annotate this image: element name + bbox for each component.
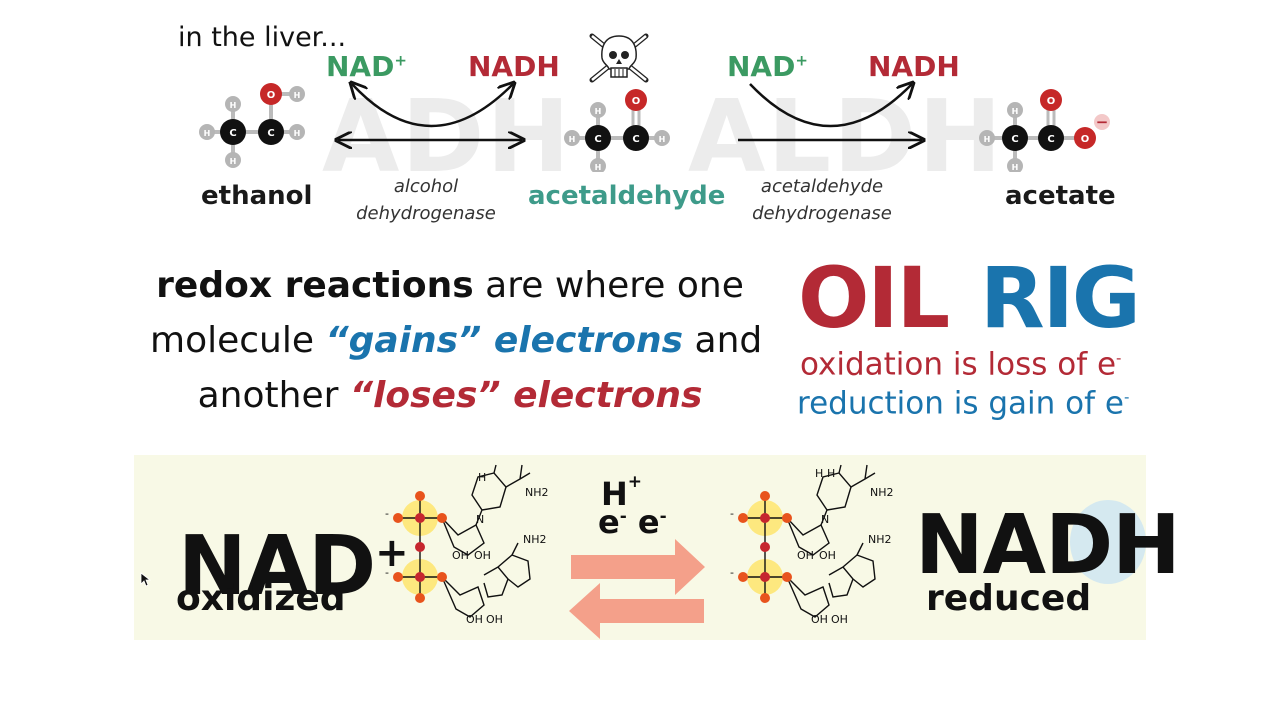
amide-nh2: NH2: [870, 486, 894, 499]
aldh-watermark: ALDH: [688, 78, 1004, 195]
nadh-label-2: NADH: [868, 50, 960, 83]
adenine-nh2: NH2: [523, 533, 547, 546]
nadh-structure: - - H H NH2 N OH OH NH2 OH OH: [730, 464, 894, 626]
ethanol-label: ethanol: [201, 181, 313, 211]
acetate-molecule: C C O O H H H −: [979, 89, 1110, 172]
atom-o: O: [267, 90, 276, 101]
nadh-label-1: NADH: [468, 50, 560, 83]
atom-o: O: [1047, 96, 1056, 107]
atom-c: C: [594, 134, 601, 145]
ring-h: H: [815, 467, 823, 480]
reverse-arrow: [569, 583, 704, 639]
oxidation-mnemonic: oxidation is loss of e-: [800, 346, 1122, 383]
atom-h: H: [595, 107, 602, 116]
reduction-mnemonic: reduction is gain of e-: [797, 385, 1130, 422]
ribose-oh: OH: [486, 613, 503, 626]
atom-h: H: [230, 157, 237, 166]
nad-plus-structure: - - H NH2 N OH OH NH2 OH OH: [385, 464, 549, 626]
ribose-oh: OH: [474, 549, 491, 562]
atom-h: H: [569, 135, 576, 144]
reaction-arrows: [330, 76, 960, 156]
ring-h: H: [827, 467, 835, 480]
ribose-oh: OH: [466, 613, 483, 626]
atom-h: H: [294, 129, 301, 138]
redox-definition: redox reactions are where one molecule “…: [150, 265, 763, 416]
atom-h: H: [1012, 163, 1019, 172]
ribose-oh: OH: [811, 613, 828, 626]
acetaldehyde-label: acetaldehyde: [528, 181, 726, 211]
atom-h: H: [1012, 107, 1019, 116]
nad-plus-big-label: NAD+: [178, 519, 409, 614]
atom-c: C: [1047, 134, 1054, 145]
intro-text: in the liver...: [178, 22, 347, 53]
atom-h: H: [294, 91, 301, 100]
equilibrium-arrows: [569, 539, 705, 639]
mouse-cursor-icon: [140, 572, 152, 587]
ring-n: N: [821, 513, 829, 526]
aldh-cofactor-arc: [749, 84, 912, 128]
adenine-nh2: NH2: [868, 533, 892, 546]
phosphate-charge: -: [385, 566, 389, 579]
atom-h: H: [230, 101, 237, 110]
atom-h: H: [659, 135, 666, 144]
atom-c: C: [267, 128, 274, 139]
atom-c: C: [632, 134, 639, 145]
atom-h: H: [204, 129, 211, 138]
atom-c: C: [1011, 134, 1018, 145]
ribose-oh: OH: [831, 613, 848, 626]
atom-o: O: [1081, 134, 1090, 145]
forward-arrow: [571, 539, 705, 595]
highlight-glow: [1070, 500, 1146, 584]
ribose-oh: OH: [452, 549, 469, 562]
atom-h: H: [595, 163, 602, 172]
phosphate-charge: -: [730, 507, 734, 520]
ethanol-molecule: C C O H H H H H: [199, 83, 305, 168]
acetate-label: acetate: [1005, 181, 1116, 211]
oil-heading: OIL: [798, 249, 950, 347]
nad-plus-label-2: NAD+: [727, 50, 808, 83]
nad-plus-label-1: NAD+: [326, 50, 407, 83]
nadh-big-label: NADH: [915, 498, 1181, 593]
amide-nh2: NH2: [525, 486, 549, 499]
ring-h: H: [478, 471, 486, 484]
phosphate-charge: -: [385, 507, 389, 520]
skull-crossbones-icon: [589, 33, 649, 83]
atom-h: H: [984, 135, 991, 144]
ribose-oh: OH: [797, 549, 814, 562]
atom-c: C: [229, 128, 236, 139]
acetaldehyde-molecule: C C O H H H H: [564, 89, 670, 172]
oxidized-label: oxidized: [176, 578, 346, 619]
adh-cofactor-arc: [352, 84, 513, 128]
proton-label: H+: [601, 472, 643, 513]
phosphate-charge: -: [730, 566, 734, 579]
atom-o: O: [632, 96, 641, 107]
negative-charge: −: [1096, 113, 1109, 131]
ribose-oh: OH: [819, 549, 836, 562]
electrons-label: e- e-: [598, 503, 667, 541]
ring-n: N: [476, 513, 484, 526]
reduced-label: reduced: [926, 578, 1092, 619]
rig-heading: RIG: [980, 249, 1141, 347]
